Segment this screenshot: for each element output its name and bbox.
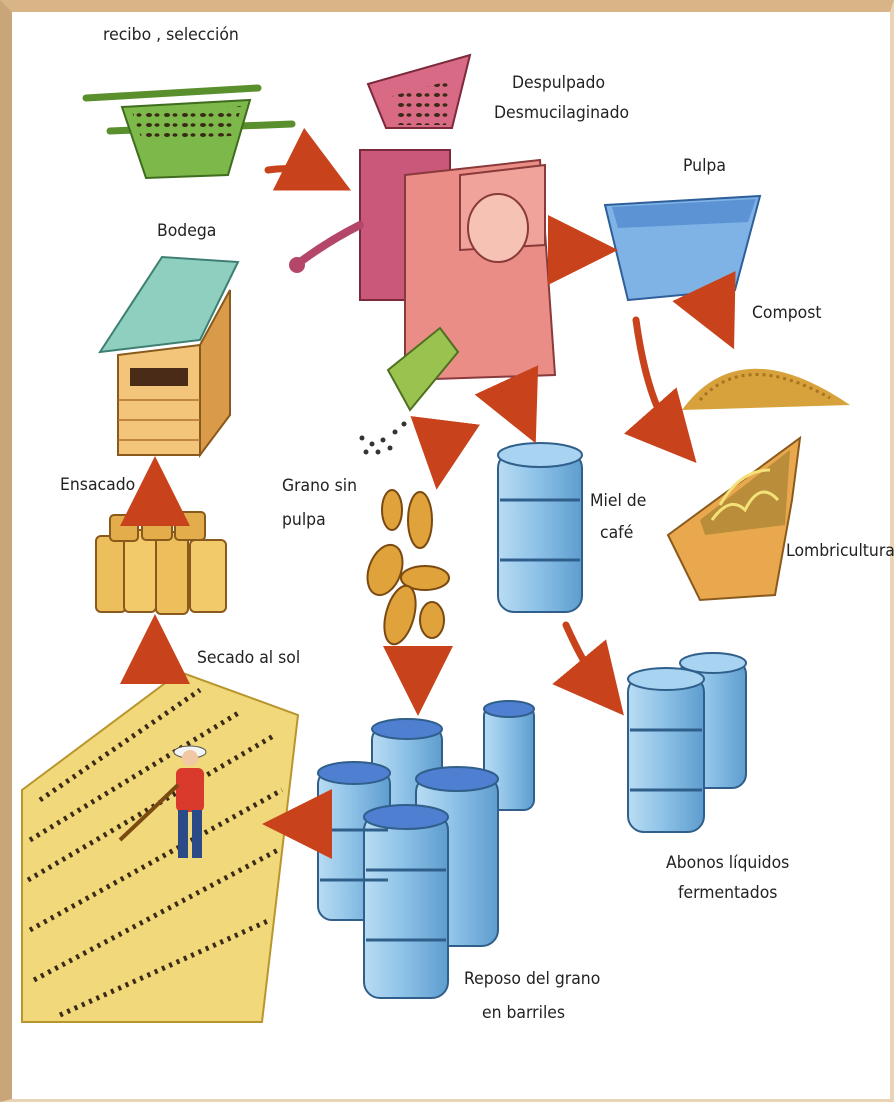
- coffee-sacks-icon: [96, 512, 226, 614]
- label-recibo-seleccion: recibo , selección: [103, 24, 239, 46]
- arrow-despulpado-to-grano: [440, 430, 444, 462]
- arrow-miel-to-abonos: [566, 625, 606, 694]
- label-desmucilaginado: Desmucilaginado: [494, 102, 629, 124]
- label-bodega: Bodega: [157, 220, 216, 242]
- compost-pile-icon: [682, 369, 850, 410]
- arrow-despulpado-to-miel: [512, 392, 524, 418]
- label-miel-de: Miel de: [590, 490, 646, 512]
- coffee-beans-icon: [361, 490, 449, 648]
- label-compost: Compost: [752, 302, 822, 324]
- label-ensacado: Ensacado: [60, 474, 135, 496]
- label-despulpado: Despulpado: [512, 72, 605, 94]
- liquid-fertilizer-barrels-icon: [628, 653, 746, 832]
- label-grano-sin: Grano sin: [282, 475, 357, 497]
- label-reposo-del-grano: Reposo del grano: [464, 968, 600, 990]
- arrow-recibo-to-despulpado: [268, 169, 326, 178]
- arrow-pulpa-to-lombricultura: [636, 320, 678, 442]
- label-cafe: café: [600, 522, 633, 544]
- coffee-honey-barrel-icon: [498, 443, 582, 612]
- label-abonos-liquidos: Abonos líquidos: [666, 852, 789, 874]
- label-fermentados: fermentados: [678, 882, 777, 904]
- arrow-pulpa-to-compost: [712, 303, 722, 324]
- label-secado-al-sol: Secado al sol: [197, 647, 300, 669]
- label-en-barriles: en barriles: [482, 1002, 565, 1024]
- pulp-tray-icon: [605, 196, 760, 300]
- drying-field-icon: [22, 672, 298, 1022]
- warehouse-icon: [100, 257, 238, 455]
- label-pulpa: Pulpa: [683, 155, 726, 177]
- reception-basket-icon: [86, 88, 292, 178]
- label-pulpa-2: pulpa: [282, 509, 326, 531]
- label-lombricultura: Lombricultura: [786, 540, 894, 562]
- resting-barrels-icon: [318, 701, 534, 998]
- worm-bin-icon: [668, 438, 800, 600]
